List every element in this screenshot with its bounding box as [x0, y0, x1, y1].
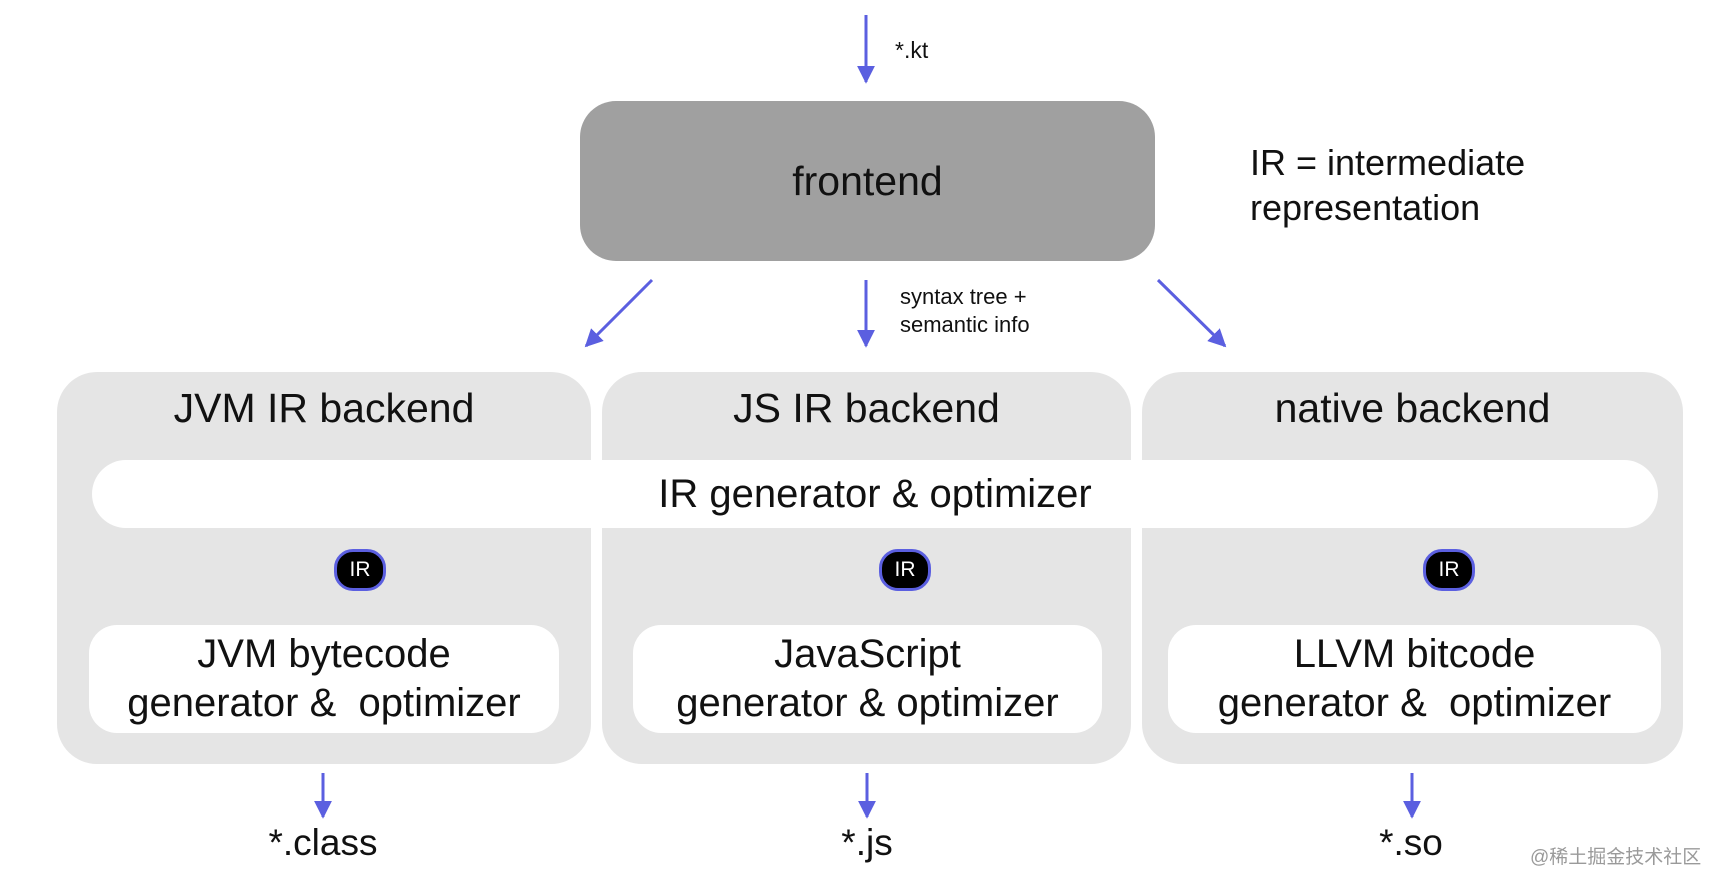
jvm-generator-line1: JVM bytecode — [197, 632, 451, 676]
ir-definition-line2: representation — [1250, 187, 1481, 228]
ir-definition-note: IR = intermediate representation — [1250, 140, 1525, 230]
input-label: *.kt — [895, 37, 929, 63]
frontend-output-label: syntax tree + semantic info — [900, 283, 1030, 339]
frontend-label: frontend — [792, 157, 943, 204]
frontend-output-line2: semantic info — [900, 312, 1030, 337]
native-backend-title: native backend — [1274, 385, 1551, 431]
js-generator-line2: generator & optimizer — [676, 681, 1059, 725]
frontend-output-line1: syntax tree + — [900, 284, 1027, 309]
ir-badge-js: IR — [879, 549, 931, 591]
ir-definition-line1: IR = intermediate — [1250, 142, 1526, 183]
llvm-generator-line1: LLVM bitcode — [1293, 632, 1536, 676]
ir-badge-jvm: IR — [334, 549, 386, 591]
ir-badge-native: IR — [1423, 549, 1475, 591]
native-output-label: *.so — [1379, 822, 1443, 863]
jvm-generator-line2: generator & optimizer — [127, 681, 521, 725]
jvm-output-label: *.class — [268, 822, 378, 863]
ir-generator-bar: IR generator & optimizer — [92, 460, 1658, 528]
arrow-to-native-backend — [1156, 278, 1227, 348]
javascript-generator-box: JavaScript generator & optimizer — [633, 625, 1102, 733]
llvm-bitcode-generator-box: LLVM bitcode generator & optimizer — [1168, 625, 1661, 733]
jvm-bytecode-generator-box: JVM bytecode generator & optimizer — [89, 625, 559, 733]
js-backend-title: JS IR backend — [733, 385, 1000, 431]
llvm-generator-line2: generator & optimizer — [1217, 681, 1612, 725]
jvm-backend-title: JVM IR backend — [173, 385, 475, 431]
js-output-label: *.js — [841, 822, 893, 863]
ir-generator-label: IR generator & optimizer — [658, 471, 1092, 516]
watermark: @稀土掘金技术社区 — [1530, 847, 1702, 868]
arrow-to-jvm-backend — [584, 278, 654, 348]
js-generator-line1: JavaScript — [774, 632, 961, 676]
frontend-box: frontend — [580, 101, 1155, 261]
